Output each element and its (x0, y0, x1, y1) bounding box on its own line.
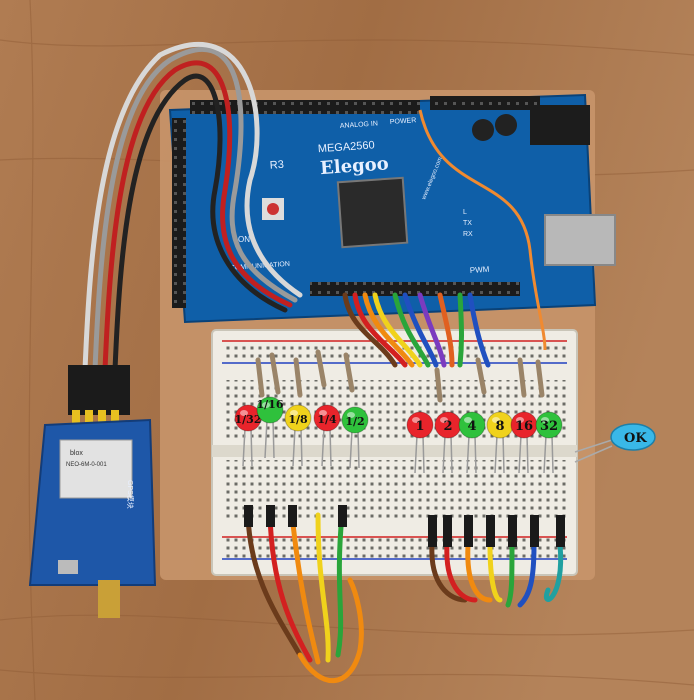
mcu-chip (336, 176, 409, 249)
led-legs (414, 434, 425, 474)
ribbon-wires-bottom-right (429, 542, 564, 608)
led-legs (543, 434, 554, 474)
led-label: 32 (540, 419, 558, 434)
led-3: 1/8 (284, 404, 312, 467)
arduino-mega-board: Elegoo MEGA2560 R3 ON PWM TX RX L COMMUN… (168, 93, 616, 324)
gps-usb (58, 560, 78, 574)
gps-cables (82, 42, 303, 373)
led-legs (466, 434, 477, 474)
led-legs (292, 427, 303, 467)
led-label: 8 (495, 419, 504, 434)
pwm-label: PWM (470, 265, 490, 275)
led-label: 1/4 (317, 413, 337, 426)
led-9: 8 (486, 411, 514, 474)
gps-connector (68, 365, 130, 415)
orange-jumper (418, 109, 547, 351)
ok-led-body (610, 423, 656, 451)
usb-port (544, 214, 616, 266)
led-highlight (262, 402, 270, 408)
led-legs (494, 434, 505, 474)
led-label: 1/2 (345, 415, 364, 428)
led-highlight (290, 410, 298, 416)
gps-side-label: GPS模块 (126, 480, 135, 509)
led-8: 4 (458, 411, 486, 474)
led-legs (264, 419, 275, 459)
l-label: L (463, 209, 467, 216)
led-label: 4 (467, 419, 476, 434)
led-highlight (541, 417, 549, 423)
led-11: 32 (535, 411, 563, 474)
led-7: 2 (434, 411, 462, 474)
led-highlight (516, 417, 524, 423)
ok-led-label: OK (624, 431, 647, 446)
led-highlight (240, 410, 248, 416)
led-highlight (440, 417, 448, 423)
led-highlight (347, 412, 355, 418)
led-label: 1/16 (257, 398, 284, 411)
capacitor (472, 119, 494, 141)
header-top-right (430, 96, 540, 110)
led-label: 1/32 (235, 413, 262, 426)
resistors (255, 349, 545, 403)
board-revision: R3 (269, 159, 284, 172)
led-1: 1/32 (234, 404, 262, 467)
ok-led: OK (574, 423, 656, 463)
ribbon-wires-top (342, 292, 491, 368)
led-highlight (492, 417, 500, 423)
led-label: 2 (443, 419, 452, 434)
power-jack (530, 105, 590, 145)
header-top-left (190, 100, 420, 114)
gps-module: blox NEO-6M-0-001 GPS模块 (28, 365, 157, 618)
led-highlight (412, 417, 420, 423)
led-label: 1/8 (288, 413, 308, 426)
led-label: 16 (515, 419, 533, 434)
led-highlight (464, 417, 472, 423)
on-label: ON (238, 235, 250, 244)
gps-antenna-connector (98, 580, 120, 618)
reset-button-cap (267, 203, 279, 215)
led-label: 1 (415, 419, 424, 434)
led-5: 1/2 (341, 406, 369, 469)
led-highlight (319, 410, 327, 416)
led-legs (442, 434, 453, 474)
communication-label: COMMUNICATION (230, 261, 290, 272)
board-model: MEGA2560 (317, 139, 375, 155)
analog-label: ANALOG IN (340, 120, 379, 130)
rx-label: RX (463, 231, 473, 238)
led-legs (349, 429, 360, 469)
ribbon-wires-bottom-left (245, 512, 364, 684)
wire-plugs (244, 505, 565, 547)
led-6: 1 (406, 411, 434, 474)
power-label: POWER (390, 117, 417, 126)
led-legs (518, 434, 529, 474)
header-bottom (310, 282, 520, 296)
gps-chip (59, 439, 133, 499)
gps-brand: blox (70, 450, 83, 457)
gps-model: NEO-6M-0-001 (66, 462, 107, 468)
header-left (172, 118, 186, 308)
led-4: 1/4 (313, 404, 341, 467)
board-brand: Elegoo (319, 153, 389, 179)
capacitor (495, 114, 517, 136)
led-2: 1/16 (256, 396, 284, 459)
led-legs (242, 427, 253, 467)
tx-label: TX (463, 220, 472, 227)
led-legs (321, 427, 332, 467)
